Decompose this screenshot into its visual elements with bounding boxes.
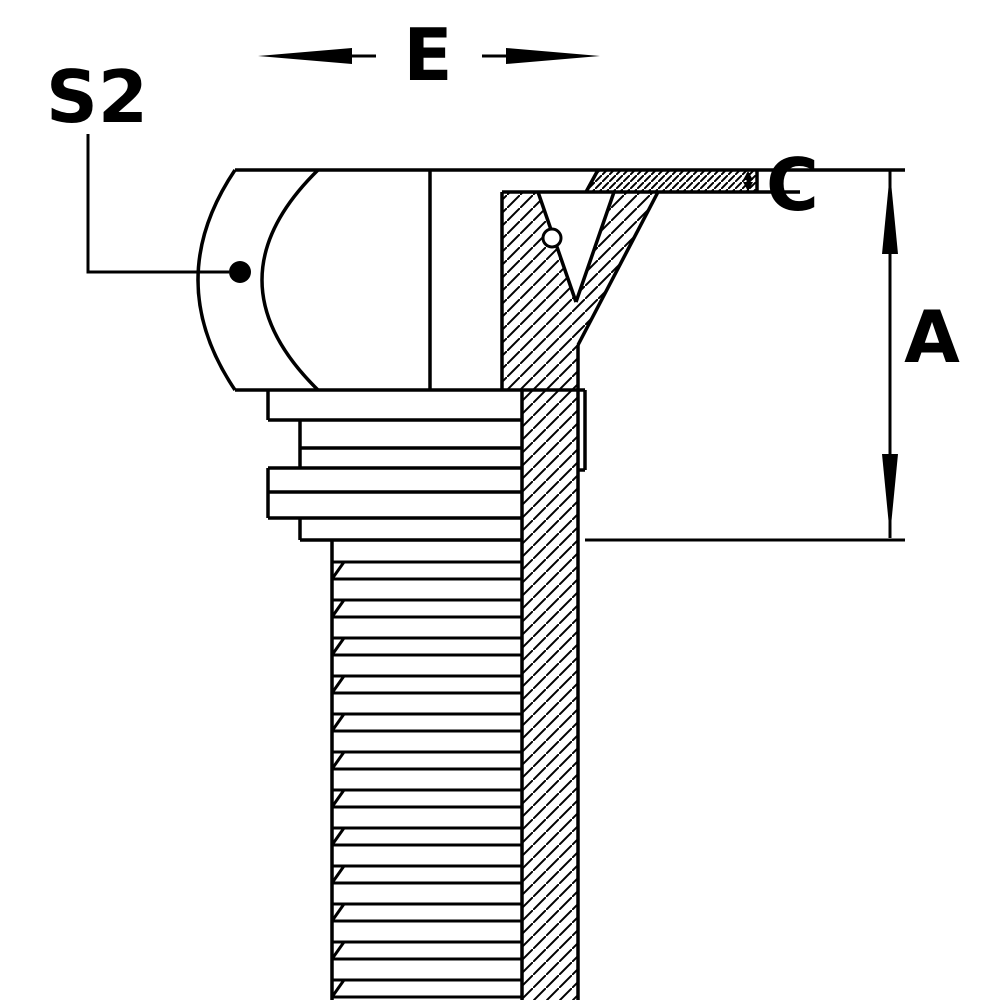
- s2-callout: S2: [46, 55, 251, 283]
- nut-inner-arc: [260, 168, 320, 392]
- dimension-label-a: A: [904, 295, 960, 379]
- thread-section-hatch: [586, 170, 757, 192]
- thread-end-edges: [584, 169, 759, 193]
- e-arrow-right-icon: [506, 48, 600, 64]
- a-arrow-up-icon: [882, 172, 898, 254]
- body-cross-section: [502, 170, 757, 1000]
- dimension-a: A: [585, 170, 960, 542]
- e-arrow-left-icon: [258, 48, 352, 64]
- seat-detail-circle: [541, 227, 563, 249]
- dimension-c: C: [743, 143, 819, 227]
- nut-outer-arc: [196, 169, 237, 391]
- dimension-label-c: C: [766, 143, 819, 227]
- c-arrow-up-icon: [743, 171, 753, 180]
- shank-collar-steps: [266, 390, 522, 542]
- collar-step-lines: [266, 390, 522, 542]
- bore-cone-slope: [576, 191, 660, 346]
- fitting-outline: [196, 168, 905, 1000]
- c-arrow-down-icon: [743, 182, 753, 191]
- s2-leader-dot: [229, 261, 251, 283]
- dimension-label-s2: S2: [46, 55, 148, 139]
- barb-ridge-lines: [330, 560, 522, 999]
- s2-leader-line: [86, 134, 229, 274]
- hose-shank-barbs: [330, 540, 522, 1000]
- dimension-e: E: [258, 13, 600, 97]
- a-arrow-down-icon: [882, 454, 898, 536]
- collar-right-edge: [578, 390, 587, 472]
- cone-seat-notch: [538, 192, 614, 302]
- body-section-hatch: [502, 192, 658, 1000]
- dimension-label-e: E: [403, 13, 452, 97]
